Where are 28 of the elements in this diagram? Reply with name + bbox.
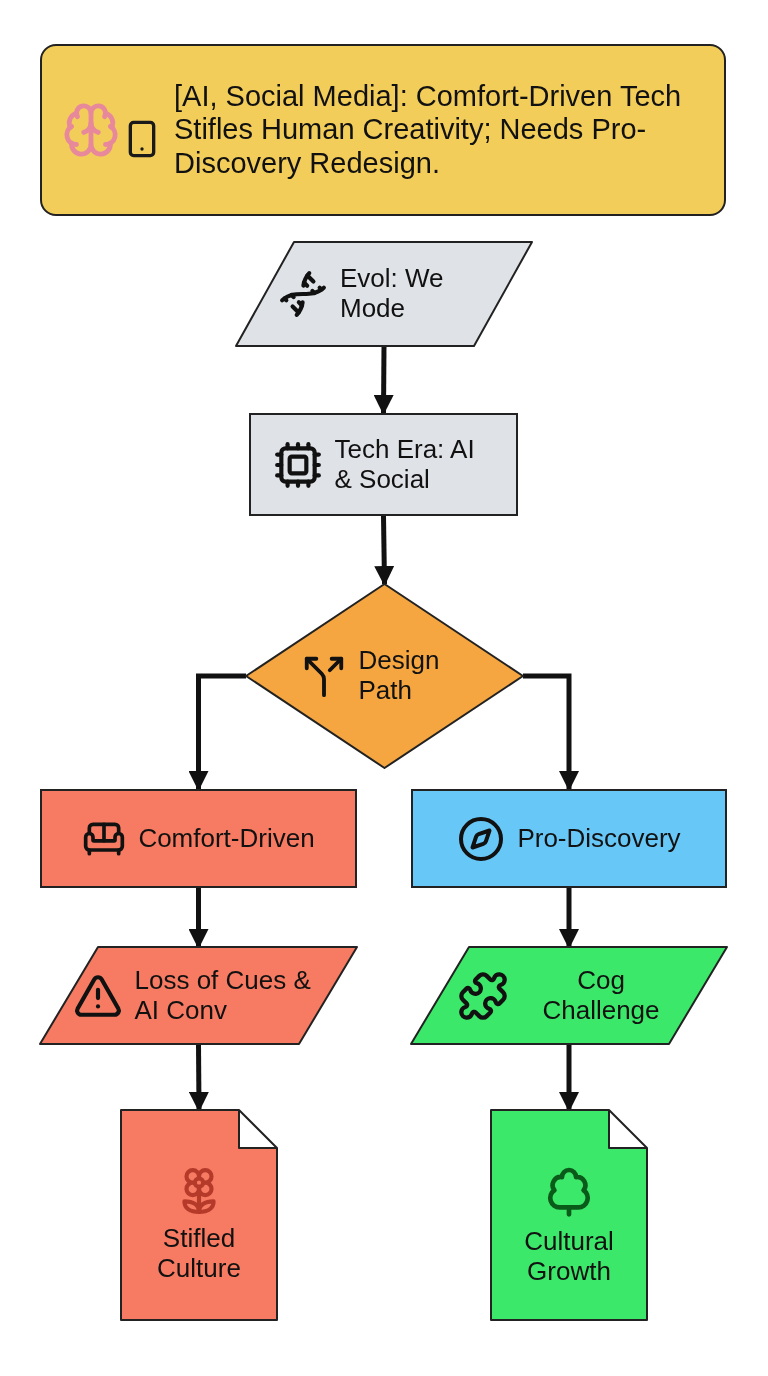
title-text: [AI, Social Media]: Comfort-Driven Tech Stifles Human Creativity; Needs Pro-Discovery Redesign.: [174, 80, 683, 180]
arrow: [523, 673, 579, 791]
node-label: Pro-Discovery: [517, 823, 681, 854]
node-label: Comfort-Driven: [138, 823, 315, 854]
input-parallelogram: [40, 947, 357, 1044]
arrow: [373, 346, 394, 415]
node-label: Loss of Cues & AI Conv: [134, 965, 312, 1026]
node-label: Tech Era: AI & Social: [334, 434, 476, 495]
process-box: [411, 789, 727, 888]
node-label: Design Path: [358, 646, 441, 706]
document-shape: [121, 1110, 277, 1320]
title-box: [40, 44, 726, 216]
document-shape: [491, 1110, 647, 1320]
arrow: [188, 888, 209, 949]
arrow: [188, 673, 246, 791]
input-parallelogram: [236, 242, 532, 346]
process-box: [40, 789, 357, 888]
node-label: Cog Challenge: [541, 965, 661, 1026]
arrow: [559, 1044, 579, 1112]
arrow: [559, 888, 579, 949]
node-label: Evol: We Mode: [340, 264, 445, 324]
node-label: Cultural Growth: [523, 1227, 615, 1287]
node-label: Stifled Culture: [156, 1224, 242, 1284]
arrow: [374, 515, 395, 586]
input-parallelogram: [411, 947, 727, 1044]
decision-diamond: [246, 584, 523, 768]
process-box: [249, 413, 518, 516]
arrow: [188, 1044, 209, 1112]
